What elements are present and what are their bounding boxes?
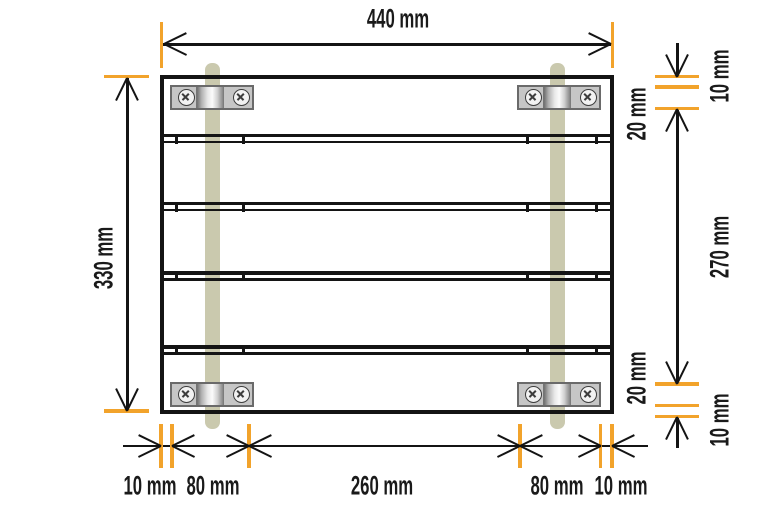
- screw-icon: [177, 89, 195, 106]
- dim-label-bottom-80-left: 80 mm: [186, 470, 240, 501]
- arrow-icon: [520, 434, 544, 458]
- bracket-saddle: [196, 384, 224, 405]
- screw-icon: [177, 386, 195, 403]
- bracket-saddle: [196, 87, 224, 108]
- vertical-batten-left: [205, 63, 220, 429]
- arrow-icon: [115, 387, 139, 411]
- dim-label-right-20-top: 20 mm: [621, 87, 652, 141]
- screw-icon: [579, 386, 597, 403]
- board-gap: [162, 345, 612, 356]
- arrow-icon: [496, 434, 520, 458]
- dim-label-total-height: 330 mm: [88, 226, 119, 290]
- board-gap: [162, 133, 612, 145]
- arrow-icon: [665, 417, 689, 441]
- dim-line-bottom: [123, 444, 648, 448]
- dim-label-bottom-10-right: 10 mm: [594, 470, 648, 501]
- dim-tick: [104, 74, 149, 79]
- dim-line-left: [126, 78, 129, 412]
- vertical-batten-right: [550, 63, 565, 429]
- screw-icon: [524, 386, 542, 403]
- screw-icon: [232, 386, 250, 403]
- arrow-icon: [115, 78, 139, 102]
- bracket-saddle: [543, 384, 571, 405]
- board-gap: [162, 201, 612, 213]
- arrow-icon: [137, 434, 161, 458]
- bracket-saddle: [543, 87, 571, 108]
- screw-icon: [232, 89, 250, 106]
- arrow-icon: [665, 53, 689, 77]
- dim-line-right-middle: [676, 108, 679, 385]
- arrow-icon: [164, 32, 188, 56]
- screw-icon: [579, 89, 597, 106]
- mounting-bracket-top-right: [517, 85, 601, 110]
- arrow-icon: [612, 434, 636, 458]
- panel-outline: [160, 75, 614, 414]
- arrow-icon: [665, 109, 689, 133]
- arrow-icon: [587, 32, 611, 56]
- dim-label-right-10-bottom: 10 mm: [704, 393, 735, 447]
- arrow-icon: [225, 434, 249, 458]
- dim-label-right-20-bottom: 20 mm: [621, 351, 652, 405]
- arrow-icon: [577, 434, 601, 458]
- dim-label-right-10-top: 10 mm: [704, 49, 735, 103]
- dim-label-right-270: 270 mm: [704, 215, 735, 279]
- arrow-icon: [172, 434, 196, 458]
- board-gap: [162, 271, 612, 282]
- dim-label-bottom-80-right: 80 mm: [530, 470, 584, 501]
- mounting-bracket-bottom-right: [517, 382, 601, 407]
- dim-label-bottom-260: 260 mm: [350, 470, 414, 501]
- dim-line-top: [163, 43, 611, 46]
- dim-label-total-width: 440 mm: [366, 3, 430, 34]
- dim-tick: [159, 22, 164, 68]
- dim-tick: [655, 403, 699, 408]
- dim-tick: [655, 85, 699, 89]
- screw-icon: [524, 89, 542, 106]
- mounting-bracket-bottom-left: [170, 382, 254, 407]
- arrow-icon: [665, 360, 689, 384]
- dim-label-bottom-10-left: 10 mm: [123, 470, 177, 501]
- dim-tick: [610, 22, 615, 68]
- arrow-icon: [249, 434, 273, 458]
- mounting-bracket-top-left: [170, 85, 254, 110]
